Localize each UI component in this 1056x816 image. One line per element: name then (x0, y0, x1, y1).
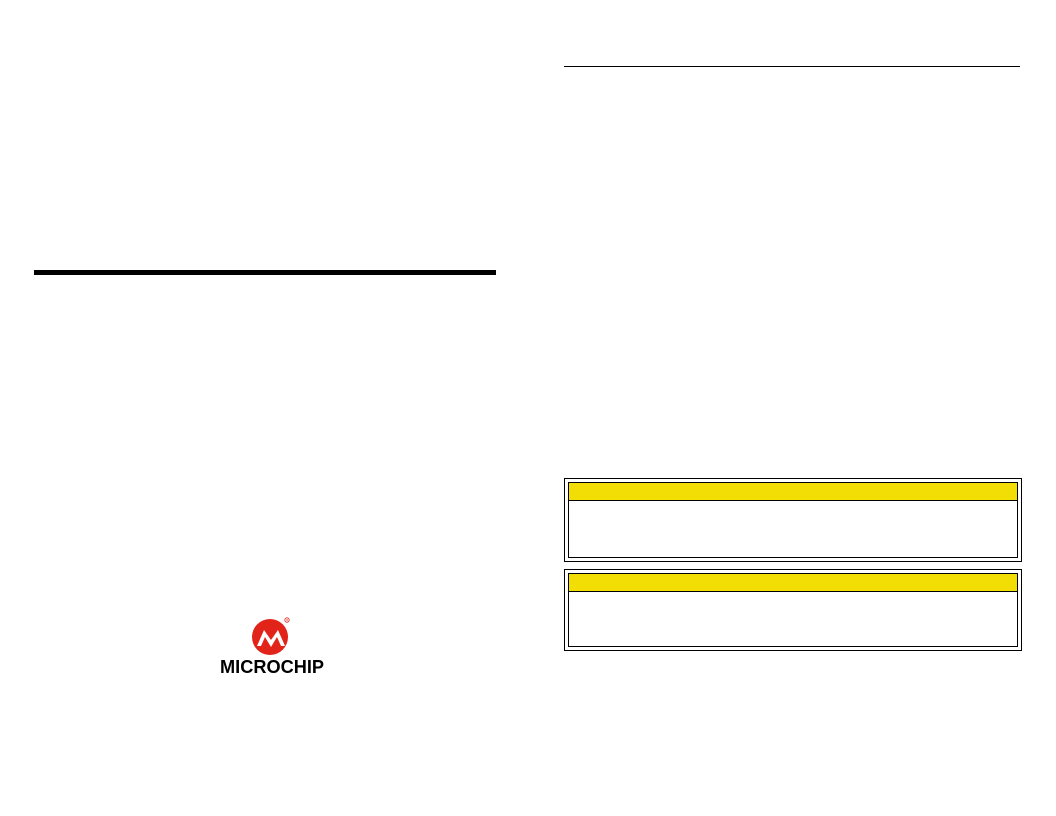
microchip-logo-mark-icon: R (252, 617, 290, 655)
header-rule (564, 66, 1020, 67)
notice-box-2-header (569, 574, 1017, 592)
microchip-logo: R MICROCHIP (218, 616, 326, 676)
notice-box-2-inner (568, 573, 1018, 647)
notice-box-1 (564, 478, 1022, 562)
microchip-wordmark-text: MICROCHIP (220, 657, 324, 676)
notice-box-2 (564, 569, 1022, 651)
notice-box-1-inner (568, 482, 1018, 558)
title-divider-rule (34, 270, 496, 275)
notice-box-1-header (569, 483, 1017, 501)
svg-text:R: R (286, 618, 289, 622)
microchip-wordmark: MICROCHIP (220, 657, 324, 676)
right-page (528, 0, 1056, 816)
left-page: R MICROCHIP (34, 270, 496, 676)
